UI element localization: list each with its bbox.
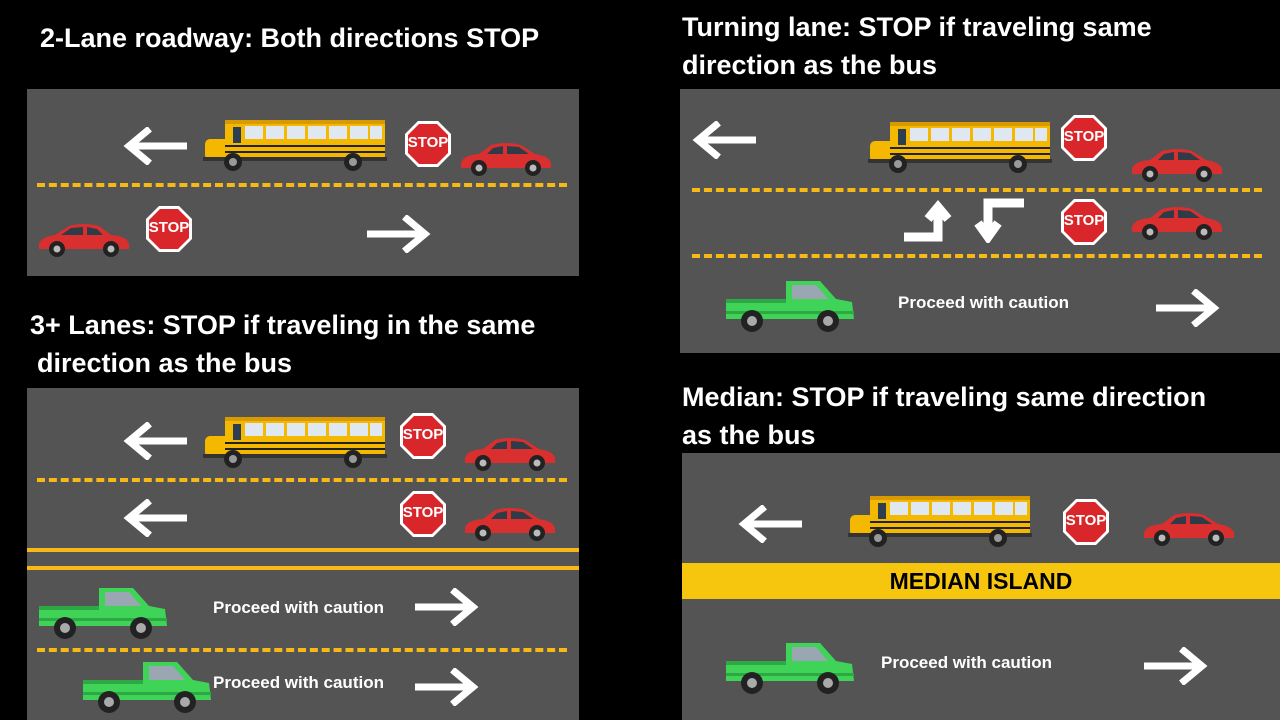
- red-car-icon: [457, 141, 553, 177]
- stop-sign-icon: STOP: [1060, 114, 1108, 162]
- median-title: Median: STOP if traveling same direction…: [682, 378, 1206, 454]
- turning-title-line1: Turning lane: STOP if traveling same: [682, 12, 1152, 42]
- stop-sign-label: STOP: [1063, 212, 1105, 229]
- stop-sign-label: STOP: [1065, 512, 1107, 529]
- red-car-icon: [1128, 147, 1224, 183]
- turning-lane-title: Turning lane: STOP if traveling same dir…: [682, 8, 1152, 84]
- red-car-icon: [461, 506, 557, 542]
- arrow-right-icon: [1156, 289, 1220, 327]
- arrow-right-icon: [1144, 647, 1208, 685]
- arrow-left-icon: [123, 127, 187, 165]
- median-title-line1: Median: STOP if traveling same direction: [682, 382, 1207, 412]
- median-island: MEDIAN ISLAND: [682, 563, 1280, 599]
- double-yellow-line: [27, 548, 579, 552]
- lane-divider: [37, 648, 567, 652]
- proceed-caution-label: Proceed with caution: [898, 293, 1069, 312]
- green-pickup-truck-icon: [724, 277, 856, 335]
- stop-sign-icon: STOP: [399, 490, 447, 538]
- school-bus-icon: [848, 493, 1032, 549]
- school-bus-icon: [203, 414, 387, 470]
- turn-arrow-icon: [902, 199, 962, 245]
- median-road: STOP MEDIAN ISLAND Proceed with caution: [682, 453, 1280, 720]
- red-car-icon: [37, 222, 133, 258]
- median-title-line2: as the bus: [682, 420, 816, 450]
- green-pickup-truck-icon: [37, 584, 169, 642]
- arrow-right-icon: [415, 668, 479, 706]
- arrow-left-icon: [692, 121, 756, 159]
- red-car-icon: [461, 436, 557, 472]
- green-pickup-truck-icon: [81, 658, 213, 716]
- three-lane-title-line1: 3+ Lanes: STOP if traveling in the same: [30, 310, 536, 340]
- red-car-icon: [1140, 511, 1236, 547]
- double-yellow-line: [27, 566, 579, 570]
- stop-sign-label: STOP: [148, 219, 190, 236]
- three-lane-road: STOP STOP Proceed with caution Proceed w…: [27, 388, 579, 720]
- proceed-caution-label: Proceed with caution: [213, 598, 384, 617]
- stop-sign-label: STOP: [407, 134, 449, 151]
- school-bus-icon: [203, 117, 387, 173]
- stop-sign-label: STOP: [402, 426, 444, 443]
- stop-sign-label: STOP: [402, 504, 444, 521]
- two-lane-road: STOP STOP: [27, 89, 579, 276]
- lane-divider: [37, 183, 567, 187]
- stop-sign-icon: STOP: [399, 412, 447, 460]
- proceed-caution-label: Proceed with caution: [881, 653, 1052, 672]
- stop-sign-label: STOP: [1063, 128, 1105, 145]
- lane-divider: [692, 188, 1262, 192]
- turn-arrow-icon: [966, 197, 1026, 243]
- two-lane-title: 2-Lane roadway: Both directions STOP: [40, 23, 540, 53]
- stop-sign-icon: STOP: [1060, 198, 1108, 246]
- stop-sign-icon: STOP: [1062, 498, 1110, 546]
- lane-divider: [37, 478, 567, 482]
- arrow-left-icon: [123, 422, 187, 460]
- green-pickup-truck-icon: [724, 639, 856, 697]
- arrow-right-icon: [415, 588, 479, 626]
- lane-divider: [692, 254, 1262, 258]
- stop-sign-icon: STOP: [404, 120, 452, 168]
- red-car-icon: [1128, 205, 1224, 241]
- turning-lane-road: STOP STOP Proceed with caution: [680, 89, 1280, 353]
- three-lane-title-line2: direction as the bus: [37, 348, 293, 378]
- arrow-right-icon: [367, 215, 431, 253]
- arrow-left-icon: [738, 505, 802, 543]
- three-lane-title: 3+ Lanes: STOP if traveling in the same …: [30, 306, 535, 382]
- school-bus-icon: [868, 119, 1052, 175]
- arrow-left-icon: [123, 499, 187, 537]
- turning-title-line2: direction as the bus: [682, 50, 938, 80]
- stop-sign-icon: STOP: [145, 205, 193, 253]
- proceed-caution-label: Proceed with caution: [213, 673, 384, 692]
